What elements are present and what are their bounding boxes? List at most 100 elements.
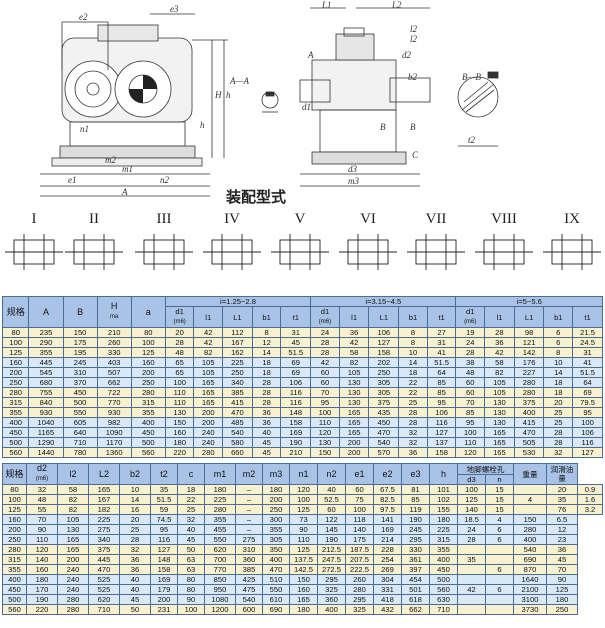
th-group-3: i=5~5.6 [455,296,603,307]
table1-cell: 930 [28,407,64,418]
table1-cell: 130 [164,407,195,418]
table2-cell: 228 [373,544,402,555]
th2-spec: 规格 [2,463,27,485]
table2-cell: 97.5 [373,504,402,515]
table2-cell: 40 [317,484,346,495]
table1-cell: 48 [455,367,486,378]
table2-cell: 105 [57,514,89,525]
th2-b2: b2 [119,463,151,485]
table2-cell: 158 [150,564,178,575]
table1-cell: 400 [1,417,30,428]
table2-cell: 501 [401,584,430,595]
table1-cell: 450 [62,387,98,398]
table2-cell: 315 [429,534,458,545]
table1-cell: 355 [1,407,30,418]
table1-cell: 330 [96,347,132,358]
table2-cell [457,544,486,555]
table1-cell: 240 [193,427,224,438]
th2-t2: t2 [150,463,178,485]
table1-cell: 148 [280,407,312,418]
table1-cell: 45 [251,447,282,458]
assembly-VI [339,234,397,270]
th-d1-b: d1 [320,307,330,317]
table1-cell: 540 [368,437,400,448]
table2-cell: 18.5 [457,514,486,525]
assembly-III [135,234,193,270]
table2-cell: 90 [177,594,205,605]
table1-cell: 69 [280,367,312,378]
table1-cell: 662 [96,377,132,388]
assembly-VII [407,234,465,270]
table2-cell: 125 [289,504,318,515]
roman-VI: VI [360,211,376,227]
table2-cell: 165 [57,534,89,545]
table2-cell: 240 [57,584,89,595]
table1-cell: 36 [251,407,282,418]
dim-t2: t2 [468,135,476,145]
roman-VII: VII [425,211,447,227]
table2-cell: 50 [119,604,151,615]
table1-cell: 36 [484,337,515,348]
table2-cell: 35 [546,494,578,505]
dim-d1-side: d1 [302,102,311,112]
table2-cell: 280 [57,604,89,615]
table1-cell: 200 [1,367,30,378]
table2-cell: 295 [317,574,346,585]
table2-cell: 275 [235,534,263,545]
table2-cell: 165 [289,594,318,605]
table1-cell: 160 [1,357,30,368]
th-B: B [62,296,98,328]
table1-cell: 64 [426,367,457,378]
table2-cell: 182 [88,504,120,515]
table1-cell: 28 [455,347,486,358]
table1-cell: 28 [543,437,574,448]
table2-cell: 418 [373,594,402,605]
table2-cell: 662 [401,604,430,615]
table1-cell: 58 [484,357,515,368]
table1-cell: 42 [338,337,370,348]
table2-cell: 300 [262,514,290,525]
table2-cell: 80 [177,574,205,585]
th-t1: t1 [426,306,457,328]
table1-cell: 470 [513,427,545,438]
table1-cell: 403 [96,357,132,368]
table1-cell: 235 [28,327,64,338]
table1-cell: 780 [62,447,98,458]
table1-cell: 250 [130,377,166,388]
table1-cell: 42 [193,327,224,338]
table2-cell: 125 [289,544,318,555]
table2-cell: 60 [317,504,346,515]
table2-cell: 2100 [513,584,547,595]
table2-cell: 610 [262,594,290,605]
table2-cell: 73 [289,514,318,525]
table1-cell: 250 [368,367,400,378]
table1-cell: 315 [1,397,30,408]
table1-cell: 165 [484,427,515,438]
table1-cell: 116 [280,387,312,398]
table2-cell: 295 [401,534,430,545]
dim-H: H [214,90,222,100]
table1-cell: 28 [543,427,574,438]
table2-cell: 1200 [204,604,236,615]
assembly-IX [543,234,601,270]
table2-cell: 350 [262,544,290,555]
dim-bb: B—B [462,72,482,82]
table2-cell: 32 [119,544,151,555]
table2-cell: 400 [2,574,27,585]
table2-cell: 15 [485,484,514,495]
table1-cell: 18 [251,357,282,368]
table2-cell: 48 [26,494,58,505]
table1-cell: 127 [426,427,457,438]
table2-cell: 42 [457,584,486,595]
table1-cell: 550 [62,407,98,418]
table1-cell: 70 [310,387,340,398]
th2-d3: d3 [457,474,486,485]
table2-cell: 82.5 [373,494,402,505]
